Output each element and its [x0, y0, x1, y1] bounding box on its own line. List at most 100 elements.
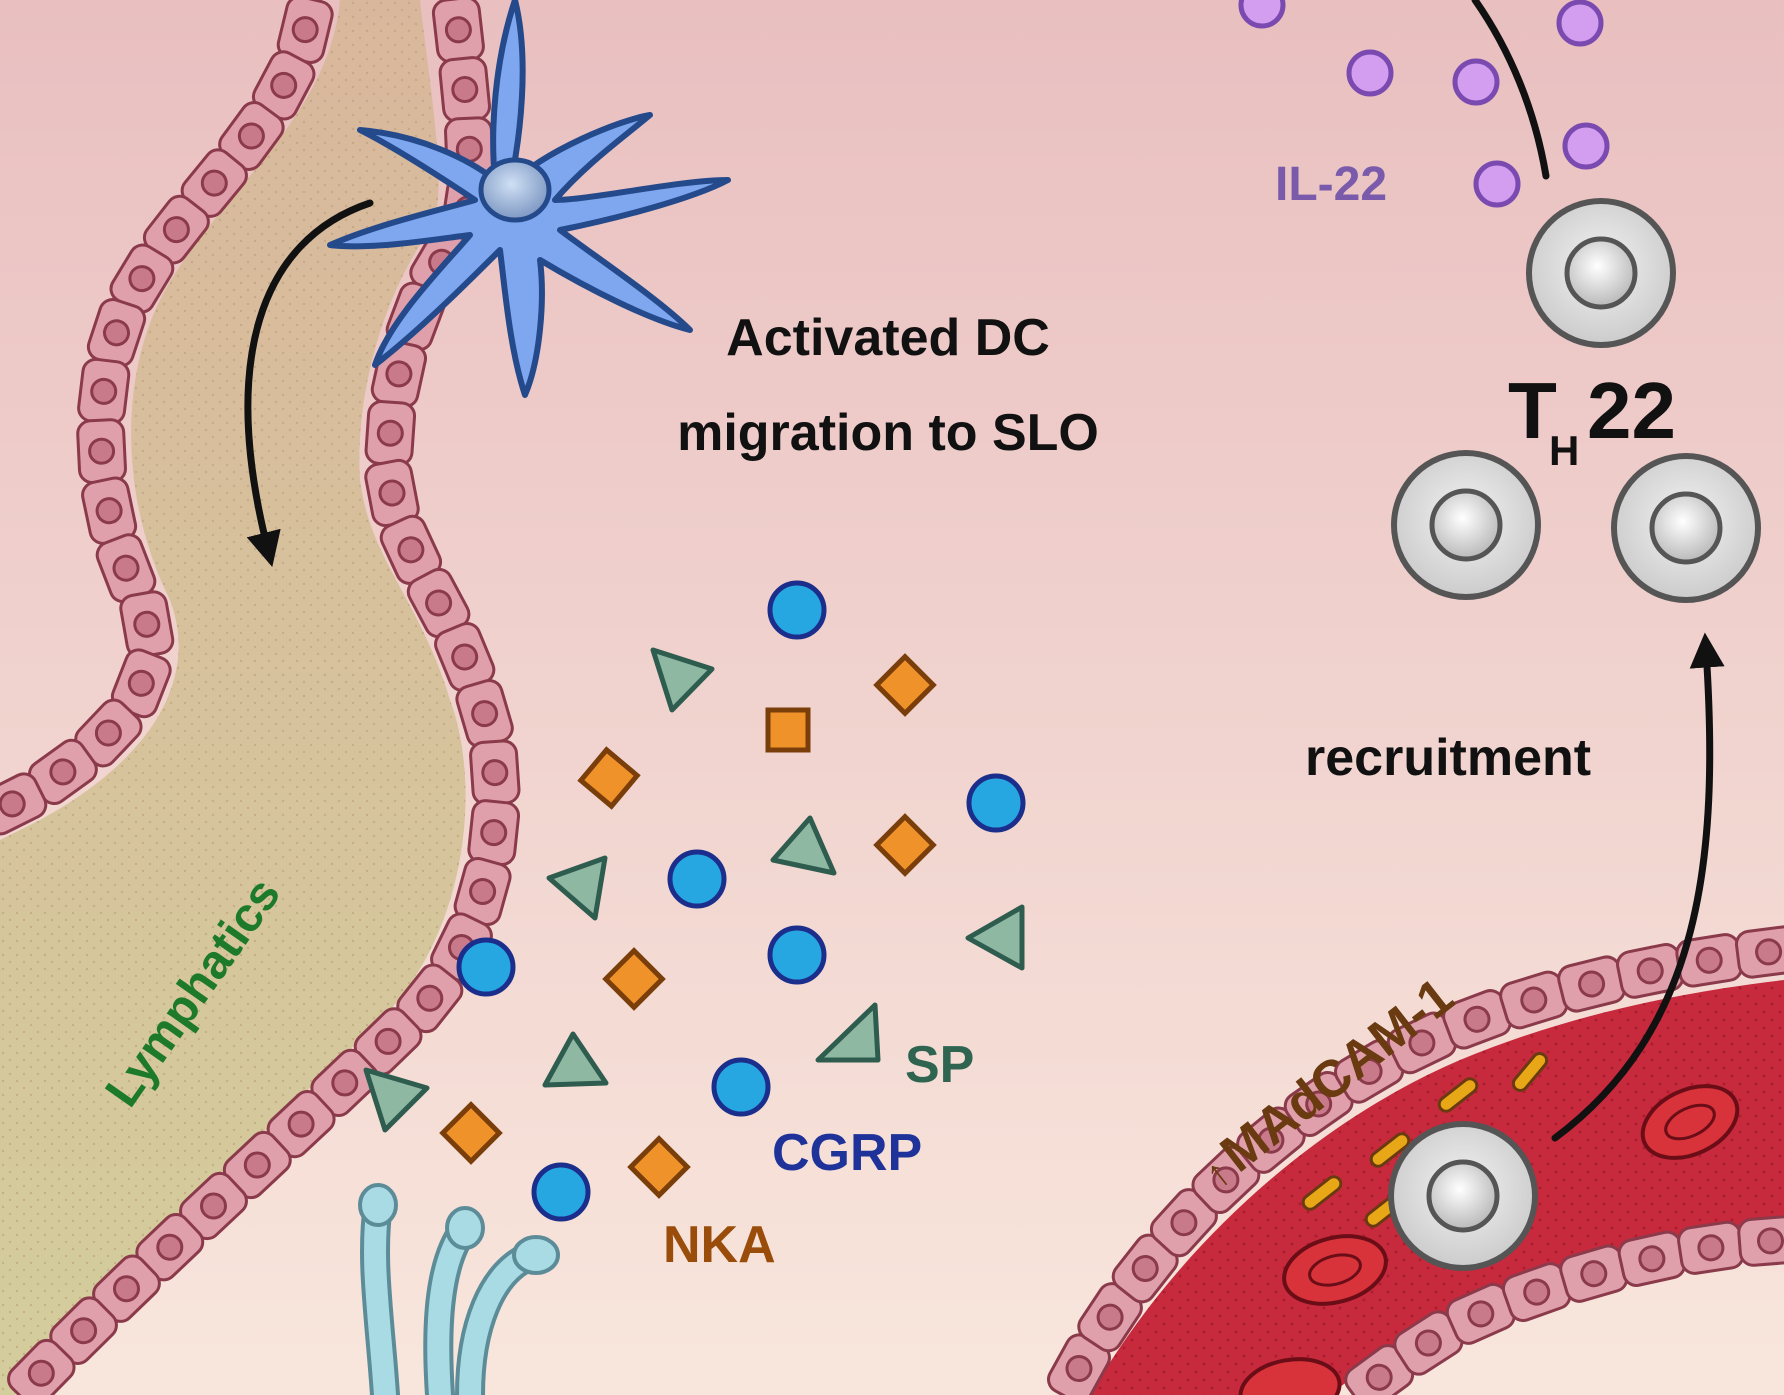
- recruitment-arrow: [1551, 632, 1725, 1142]
- endothelial-cell: [1393, 1310, 1464, 1376]
- endothelial-cell: [142, 194, 210, 265]
- endothelial-cell: [86, 298, 147, 368]
- sp-label: SP: [905, 1036, 974, 1094]
- endothelial-cell: [1559, 1244, 1629, 1303]
- endothelial-cell: [180, 148, 248, 218]
- madcam-molecule: [1301, 1175, 1343, 1211]
- cgrp-molecule: [966, 773, 1026, 833]
- il22-molecules: [1238, 0, 1610, 208]
- endothelial-cell: [119, 590, 175, 659]
- red-blood-cell: [1640, 1084, 1740, 1160]
- th22-label-t: T: [1508, 366, 1557, 455]
- sp-molecule: [650, 647, 715, 713]
- sensory-nerve-endings: [358, 1183, 560, 1395]
- madcam-molecules: [1301, 1052, 1549, 1228]
- madcam-molecule: [1369, 1132, 1411, 1168]
- th22-cell: [1391, 450, 1541, 600]
- endothelial-cell: [1737, 1215, 1784, 1267]
- red-blood-cell: [1238, 1357, 1342, 1395]
- endothelial-cell: [0, 772, 48, 836]
- nerve-terminal: [445, 1206, 485, 1250]
- endothelial-cell: [469, 739, 521, 806]
- th22-label-number: 22: [1587, 366, 1676, 455]
- endothelial-cell: [434, 622, 496, 692]
- endothelial-cell: [1499, 970, 1569, 1030]
- endothelial-cell: [109, 243, 175, 314]
- vascular-endothelium: [1047, 925, 1784, 1395]
- cgrp-molecules: [456, 580, 1026, 1222]
- recruitment-label: recruitment: [1305, 729, 1591, 787]
- nka-molecule: [577, 746, 641, 810]
- red-blood-cells: [1238, 1084, 1740, 1395]
- nka-molecule: [439, 1101, 503, 1165]
- endothelial-cell: [1677, 1220, 1745, 1275]
- sp-molecule: [363, 1067, 430, 1133]
- endothelial-cell: [76, 418, 127, 485]
- endothelial-cell: [266, 1089, 336, 1159]
- nka-label: NKA: [663, 1216, 776, 1274]
- cgrp-molecule: [531, 1162, 591, 1222]
- dc-migration-label-line1: Activated DC: [726, 309, 1050, 367]
- endothelial-cell: [455, 679, 514, 749]
- endothelial-cell: [110, 648, 172, 719]
- endothelial-cell: [276, 0, 334, 64]
- nka-molecules: [439, 653, 937, 1199]
- il22-molecule: [1473, 160, 1521, 208]
- nerve-terminal: [358, 1183, 398, 1227]
- endothelial-cell: [27, 738, 98, 806]
- endothelial-cell: [1149, 1188, 1218, 1258]
- endothelial-cell: [467, 799, 521, 867]
- nerve-terminal: [512, 1235, 560, 1275]
- cgrp-molecule: [767, 925, 827, 985]
- endothelial-cell: [353, 1007, 423, 1076]
- arrows: [244, 0, 1725, 1142]
- endothelial-cell: [1047, 1333, 1111, 1395]
- il22-molecule: [1556, 0, 1604, 47]
- endothelial-cell: [1734, 925, 1784, 979]
- cgrp-molecule: [456, 937, 516, 997]
- cgrp-molecule: [767, 580, 827, 640]
- endothelial-cell: [379, 514, 443, 585]
- endothelial-cell: [1077, 1282, 1143, 1353]
- il22-secretion-arrow: [1471, 0, 1550, 180]
- red-blood-cell: [1282, 1234, 1388, 1306]
- th22-cell: [1611, 453, 1761, 603]
- il22-molecule: [1238, 0, 1286, 29]
- sp-molecule: [965, 904, 1025, 971]
- nka-molecule: [873, 813, 937, 877]
- dc-migration-label-line2: migration to SLO: [677, 404, 1099, 462]
- lymphatic-endothelium: [0, 0, 521, 1395]
- endothelial-cell: [431, 0, 485, 64]
- madcam-molecule: [1437, 1077, 1479, 1113]
- sp-molecule: [542, 1031, 609, 1088]
- endothelial-cell: [396, 963, 464, 1034]
- endothelial-cell: [1283, 1070, 1354, 1138]
- endothelial-cell: [77, 357, 131, 425]
- lymphatic-vessel: [0, 0, 466, 1395]
- th22-label: T H 22: [1508, 366, 1676, 474]
- il22-molecule: [1346, 49, 1394, 97]
- endothelial-cell: [7, 1338, 76, 1395]
- th22-cell: [1526, 198, 1676, 348]
- endothelial-cell: [1111, 1233, 1179, 1304]
- dc-migration-arrow: [244, 199, 374, 567]
- nka-molecule: [765, 707, 811, 753]
- dendritic-cell: [327, 0, 731, 398]
- il22-molecule: [1562, 122, 1610, 170]
- sp-molecule: [815, 1002, 881, 1063]
- sp-molecule: [546, 855, 608, 921]
- endothelial-cell: [218, 101, 285, 171]
- endothelial-cell: [81, 476, 138, 545]
- madcam-molecule: [1511, 1052, 1549, 1092]
- endothelial-cell: [95, 533, 157, 604]
- dendritic-cell-nucleus: [478, 157, 552, 223]
- th22-label-subscript: H: [1549, 427, 1579, 474]
- adhering-t-cell: [1388, 1121, 1538, 1271]
- endothelial-cell: [364, 400, 417, 467]
- il22-molecule: [1452, 58, 1500, 106]
- th22-cells: [1388, 198, 1761, 1271]
- endothelial-cell: [438, 56, 492, 123]
- endothelial-cell: [222, 1130, 292, 1200]
- cgrp-label: CGRP: [772, 1124, 922, 1182]
